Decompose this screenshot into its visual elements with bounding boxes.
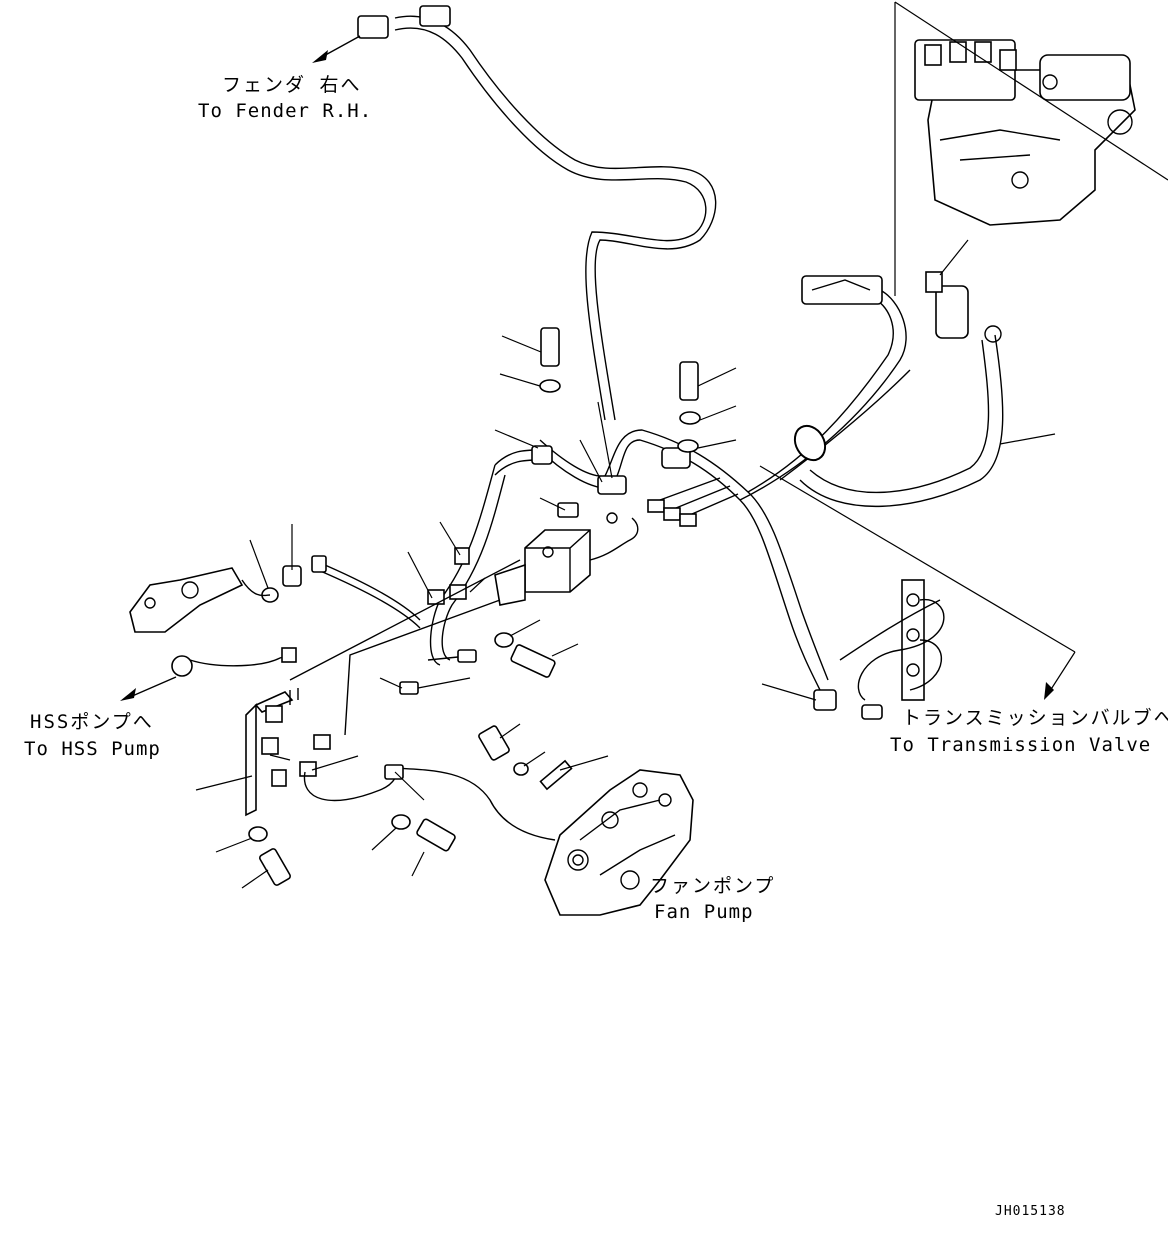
transmission-side [793,271,1002,720]
hss-label-en: To HSS Pump [24,738,161,760]
mounting-bracket [245,688,556,841]
washer-3 [494,632,514,648]
bolt-5 [416,818,456,852]
hss-side [120,555,421,701]
hss-label-jp: HSSポンプへ [30,711,154,733]
fender-label-jp: フェンダ 右へ [222,74,362,96]
connector-cluster [531,445,739,527]
leader-lines [195,1,1168,889]
fan-pump-label-en: Fan Pump [654,901,754,923]
valve-block [494,502,639,606]
harness-to-fender [312,5,717,421]
fender-connector [357,15,389,39]
fender-label-en: To Fender R.H. [198,100,373,122]
bolt-2 [679,361,699,401]
bolt-3 [510,644,556,678]
washer-5 [391,814,411,830]
fan-pump [539,759,694,916]
bolt-6 [259,848,291,886]
bolt-4 [478,725,510,761]
fan-pump-label-jp: ファンポンプ [650,875,776,897]
transmission-connector [935,285,969,339]
bolt-1 [540,327,560,367]
fender-connector-2 [419,5,451,27]
sensors [289,547,521,736]
washer-6 [248,826,268,842]
washer-1 [539,379,561,393]
nut-2 [679,411,701,425]
transmission-label-jp: トランスミッションバルブへ [902,707,1168,729]
hss-direction-arrow [129,676,177,698]
drawing-code: JH015138 [995,1204,1066,1219]
transmission-valve-assembly [914,39,1136,226]
transmission-label-en: To Transmission Valve [890,734,1152,756]
fasteners [248,327,701,886]
